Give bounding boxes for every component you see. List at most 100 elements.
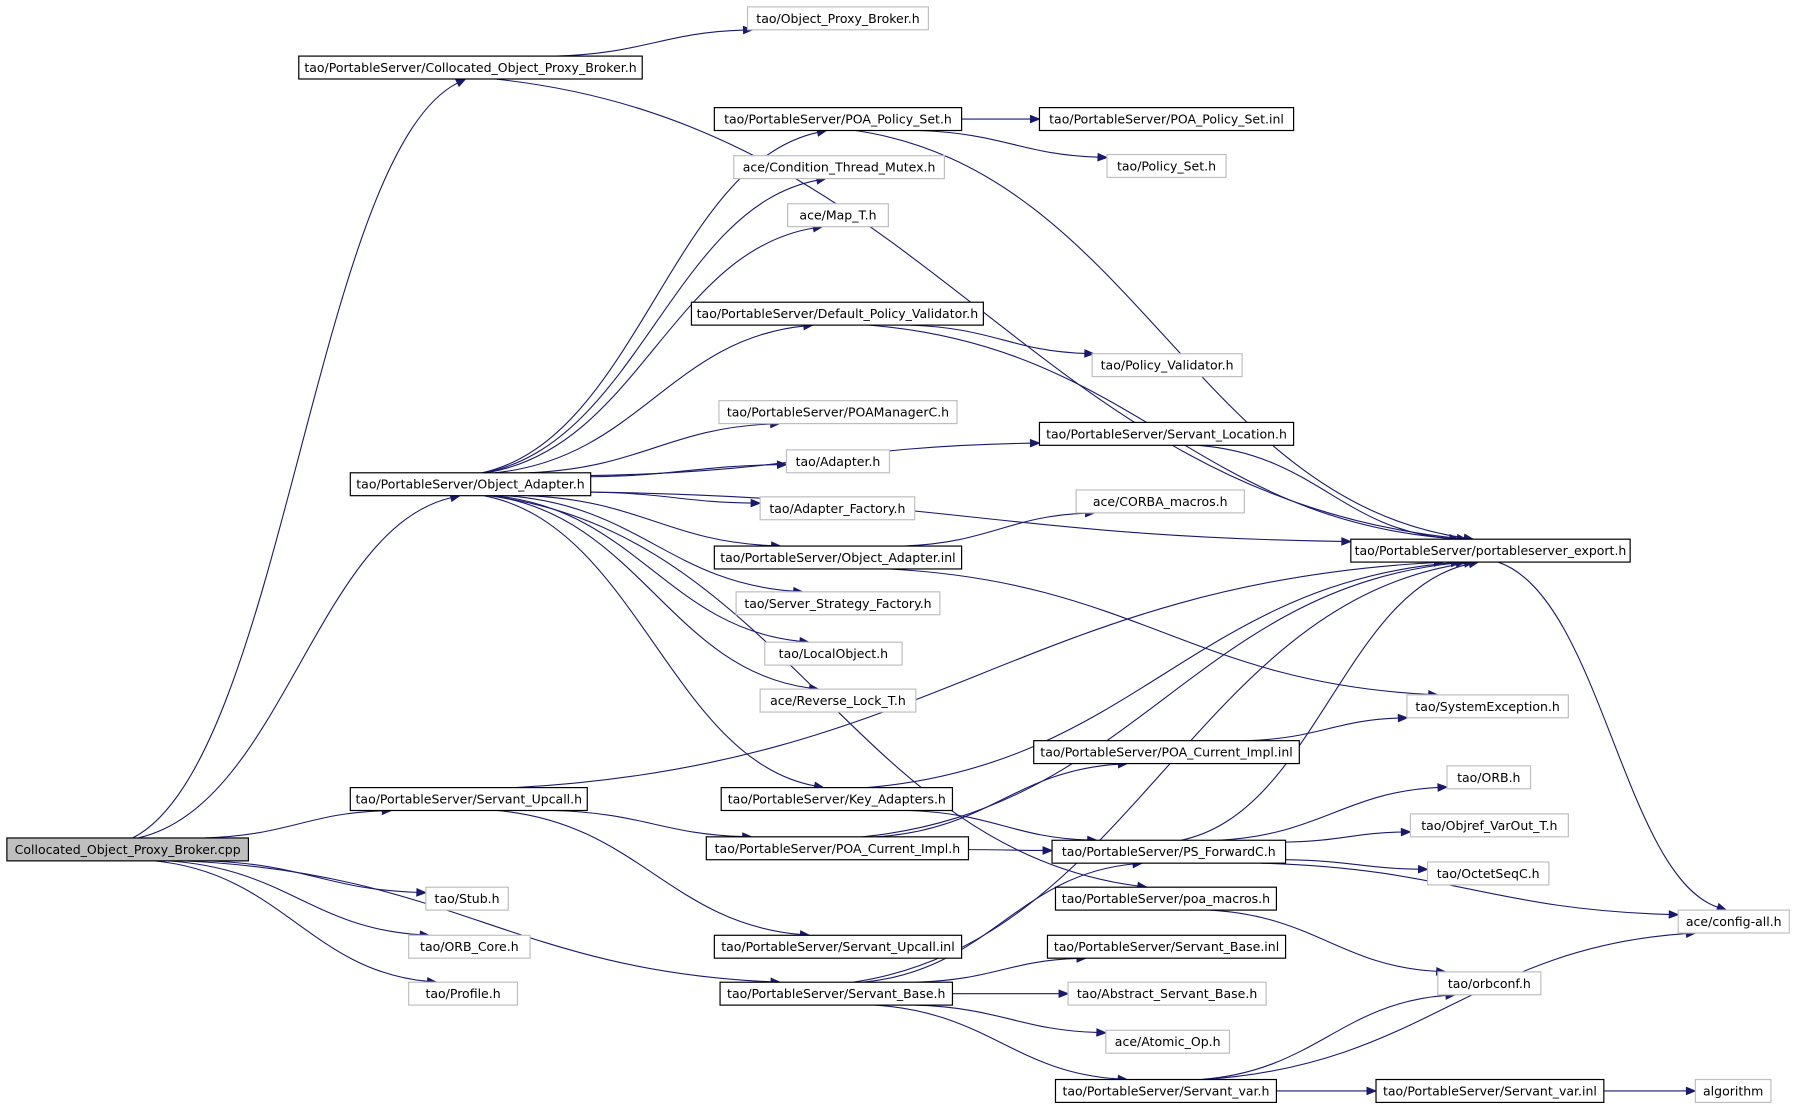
node-orb: tao/ORB.h — [1446, 765, 1532, 790]
edge-line — [205, 810, 383, 839]
edge-root-to-servant-base — [183, 860, 782, 987]
edge-line — [903, 512, 1086, 547]
edge-servant-base-to-atomic-op — [915, 1004, 1108, 1037]
node-label: tao/PortableServer/portableserver_export… — [1355, 543, 1627, 558]
node-poa-policy-set[interactable]: tao/PortableServer/POA_Policy_Set.h — [713, 107, 963, 132]
node-label: tao/Abstract_Servant_Base.h — [1077, 986, 1257, 1001]
edge-line — [875, 1004, 1119, 1080]
node-poa-current-impl-inl[interactable]: tao/PortableServer/POA_Current_Impl.inl — [1033, 740, 1300, 765]
edge-line — [527, 495, 772, 547]
node-box — [713, 107, 963, 132]
node-box — [1091, 353, 1243, 378]
node-cop-broker[interactable]: tao/PortableServer/Collocated_Object_Pro… — [298, 55, 643, 80]
edge-line — [862, 562, 1457, 838]
node-label: tao/Server_Strategy_Factory.h — [744, 596, 931, 611]
edge-servant-upcall-to-poa-current-impl — [554, 809, 754, 841]
edge-line — [863, 863, 1134, 983]
node-label: tao/PortableServer/POA_Current_Impl.inl — [1040, 745, 1292, 760]
node-servant-loc[interactable]: tao/PortableServer/Servant_Location.h — [1038, 421, 1295, 446]
node-box — [1350, 538, 1631, 563]
node-label: tao/Objref_VarOut_T.h — [1421, 818, 1557, 833]
node-object-adapter-inl[interactable]: tao/PortableServer/Object_Adapter.inl — [713, 545, 963, 570]
node-poa-policy-set-inl[interactable]: tao/PortableServer/POA_Policy_Set.inl — [1038, 107, 1295, 132]
edge-line — [515, 562, 1435, 789]
edge-line — [528, 423, 771, 474]
edge-line — [483, 179, 818, 474]
edge-line — [167, 860, 421, 936]
node-box — [718, 400, 958, 425]
edge-line — [1198, 444, 1450, 540]
edge-object-adapter-to-def-policy-val — [495, 321, 815, 474]
edge-line — [486, 227, 814, 474]
arrowhead — [1029, 114, 1041, 124]
node-poa-current-impl[interactable]: tao/PortableServer/POA_Current_Impl.h — [705, 836, 970, 861]
edge-line — [1497, 561, 1718, 908]
edge-line — [1261, 862, 1670, 915]
edge-ps-forwardc-to-objref-varout — [1285, 827, 1412, 843]
node-label: tao/PortableServer/Servant_Upcall.h — [356, 792, 583, 807]
node-label: tao/PortableServer/Servant_Upcall.inl — [721, 939, 954, 954]
node-label: tao/PortableServer/POA_Current_Impl.h — [715, 841, 960, 856]
edge-line — [1200, 994, 1447, 1081]
node-box — [720, 787, 954, 812]
edge-line — [918, 129, 1099, 158]
node-box — [408, 981, 519, 1006]
node-key-adapters[interactable]: tao/PortableServer/Key_Adapters.h — [720, 787, 954, 812]
edge-poa-policy-set-to-policy-set — [918, 129, 1109, 162]
node-def-policy-val[interactable]: tao/PortableServer/Default_Policy_Valida… — [690, 301, 984, 326]
arrowhead — [1341, 537, 1353, 546]
node-server-strategy: tao/Server_Strategy_Factory.h — [735, 591, 941, 616]
arrowhead — [416, 888, 428, 897]
node-system-exception: tao/SystemException.h — [1406, 694, 1569, 719]
node-servant-upcall-inl[interactable]: tao/PortableServer/Servant_Upcall.inl — [713, 934, 963, 959]
node-adapter: tao/Adapter.h — [785, 449, 891, 474]
edge-poa-policy-set-to-ps-export — [855, 129, 1475, 543]
node-box — [6, 837, 250, 862]
node-ps-forwardc[interactable]: tao/PortableServer/PS_ForwardC.h — [1051, 839, 1287, 864]
node-map-t: ace/Map_T.h — [787, 203, 889, 228]
node-reverse-lock: ace/Reverse_Lock_T.h — [759, 688, 917, 713]
node-object-adapter[interactable]: tao/PortableServer/Object_Adapter.h — [349, 472, 592, 497]
node-policy-set: tao/Policy_Set.h — [1106, 153, 1227, 179]
node-box — [1067, 981, 1267, 1006]
node-label: ace/Reverse_Lock_T.h — [770, 693, 906, 708]
edge-line — [154, 860, 428, 982]
node-box — [1038, 107, 1295, 132]
arrowhead — [1096, 1028, 1108, 1037]
node-poamanagerc: tao/PortableServer/POAManagerC.h — [718, 400, 958, 425]
edge-root-to-servant-upcall — [205, 806, 393, 839]
node-box — [735, 591, 941, 616]
node-box — [787, 203, 889, 228]
node-label: ace/Map_T.h — [799, 208, 876, 223]
node-box — [759, 688, 917, 713]
node-root[interactable]: Collocated_Object_Proxy_Broker.cpp — [6, 837, 250, 862]
node-servant-base[interactable]: tao/PortableServer/Servant_Base.h — [719, 981, 954, 1006]
node-label: Collocated_Object_Proxy_Broker.cpp — [15, 842, 241, 857]
edge-servant-upcall-to-ps-export — [515, 558, 1445, 789]
edge-line — [138, 497, 452, 839]
node-servant-base-inl[interactable]: tao/PortableServer/Servant_Base.inl — [1046, 934, 1287, 959]
node-servant-upcall[interactable]: tao/PortableServer/Servant_Upcall.h — [349, 787, 588, 812]
node-box — [785, 449, 891, 474]
node-label: tao/PortableServer/Key_Adapters.h — [728, 792, 946, 807]
arrowhead — [750, 498, 762, 508]
edge-line — [183, 860, 772, 983]
node-box — [759, 496, 916, 521]
edge-line — [495, 325, 804, 474]
arrowhead — [1366, 1086, 1378, 1096]
node-policy-val: tao/Policy_Validator.h — [1091, 353, 1243, 378]
edge-line — [505, 495, 794, 592]
node-box — [713, 934, 963, 959]
node-ps-export[interactable]: tao/PortableServer/portableserver_export… — [1350, 538, 1631, 563]
node-label: tao/Adapter_Factory.h — [769, 501, 905, 516]
edge-line — [554, 809, 743, 838]
node-servant-var[interactable]: tao/PortableServer/Servant_var.h — [1054, 1078, 1278, 1104]
node-servant-var-inl[interactable]: tao/PortableServer/Servant_var.inl — [1375, 1078, 1605, 1104]
node-obj-proxy: tao/Object_Proxy_Broker.h — [746, 6, 930, 31]
edge-line — [915, 1004, 1097, 1034]
node-box — [1437, 971, 1542, 996]
edge-servant-var-inl-to-algorithm — [1603, 1086, 1697, 1096]
node-poa-macros[interactable]: tao/PortableServer/poa_macros.h — [1054, 886, 1278, 911]
node-stub: tao/Stub.h — [425, 886, 509, 911]
node-box — [1054, 886, 1278, 911]
